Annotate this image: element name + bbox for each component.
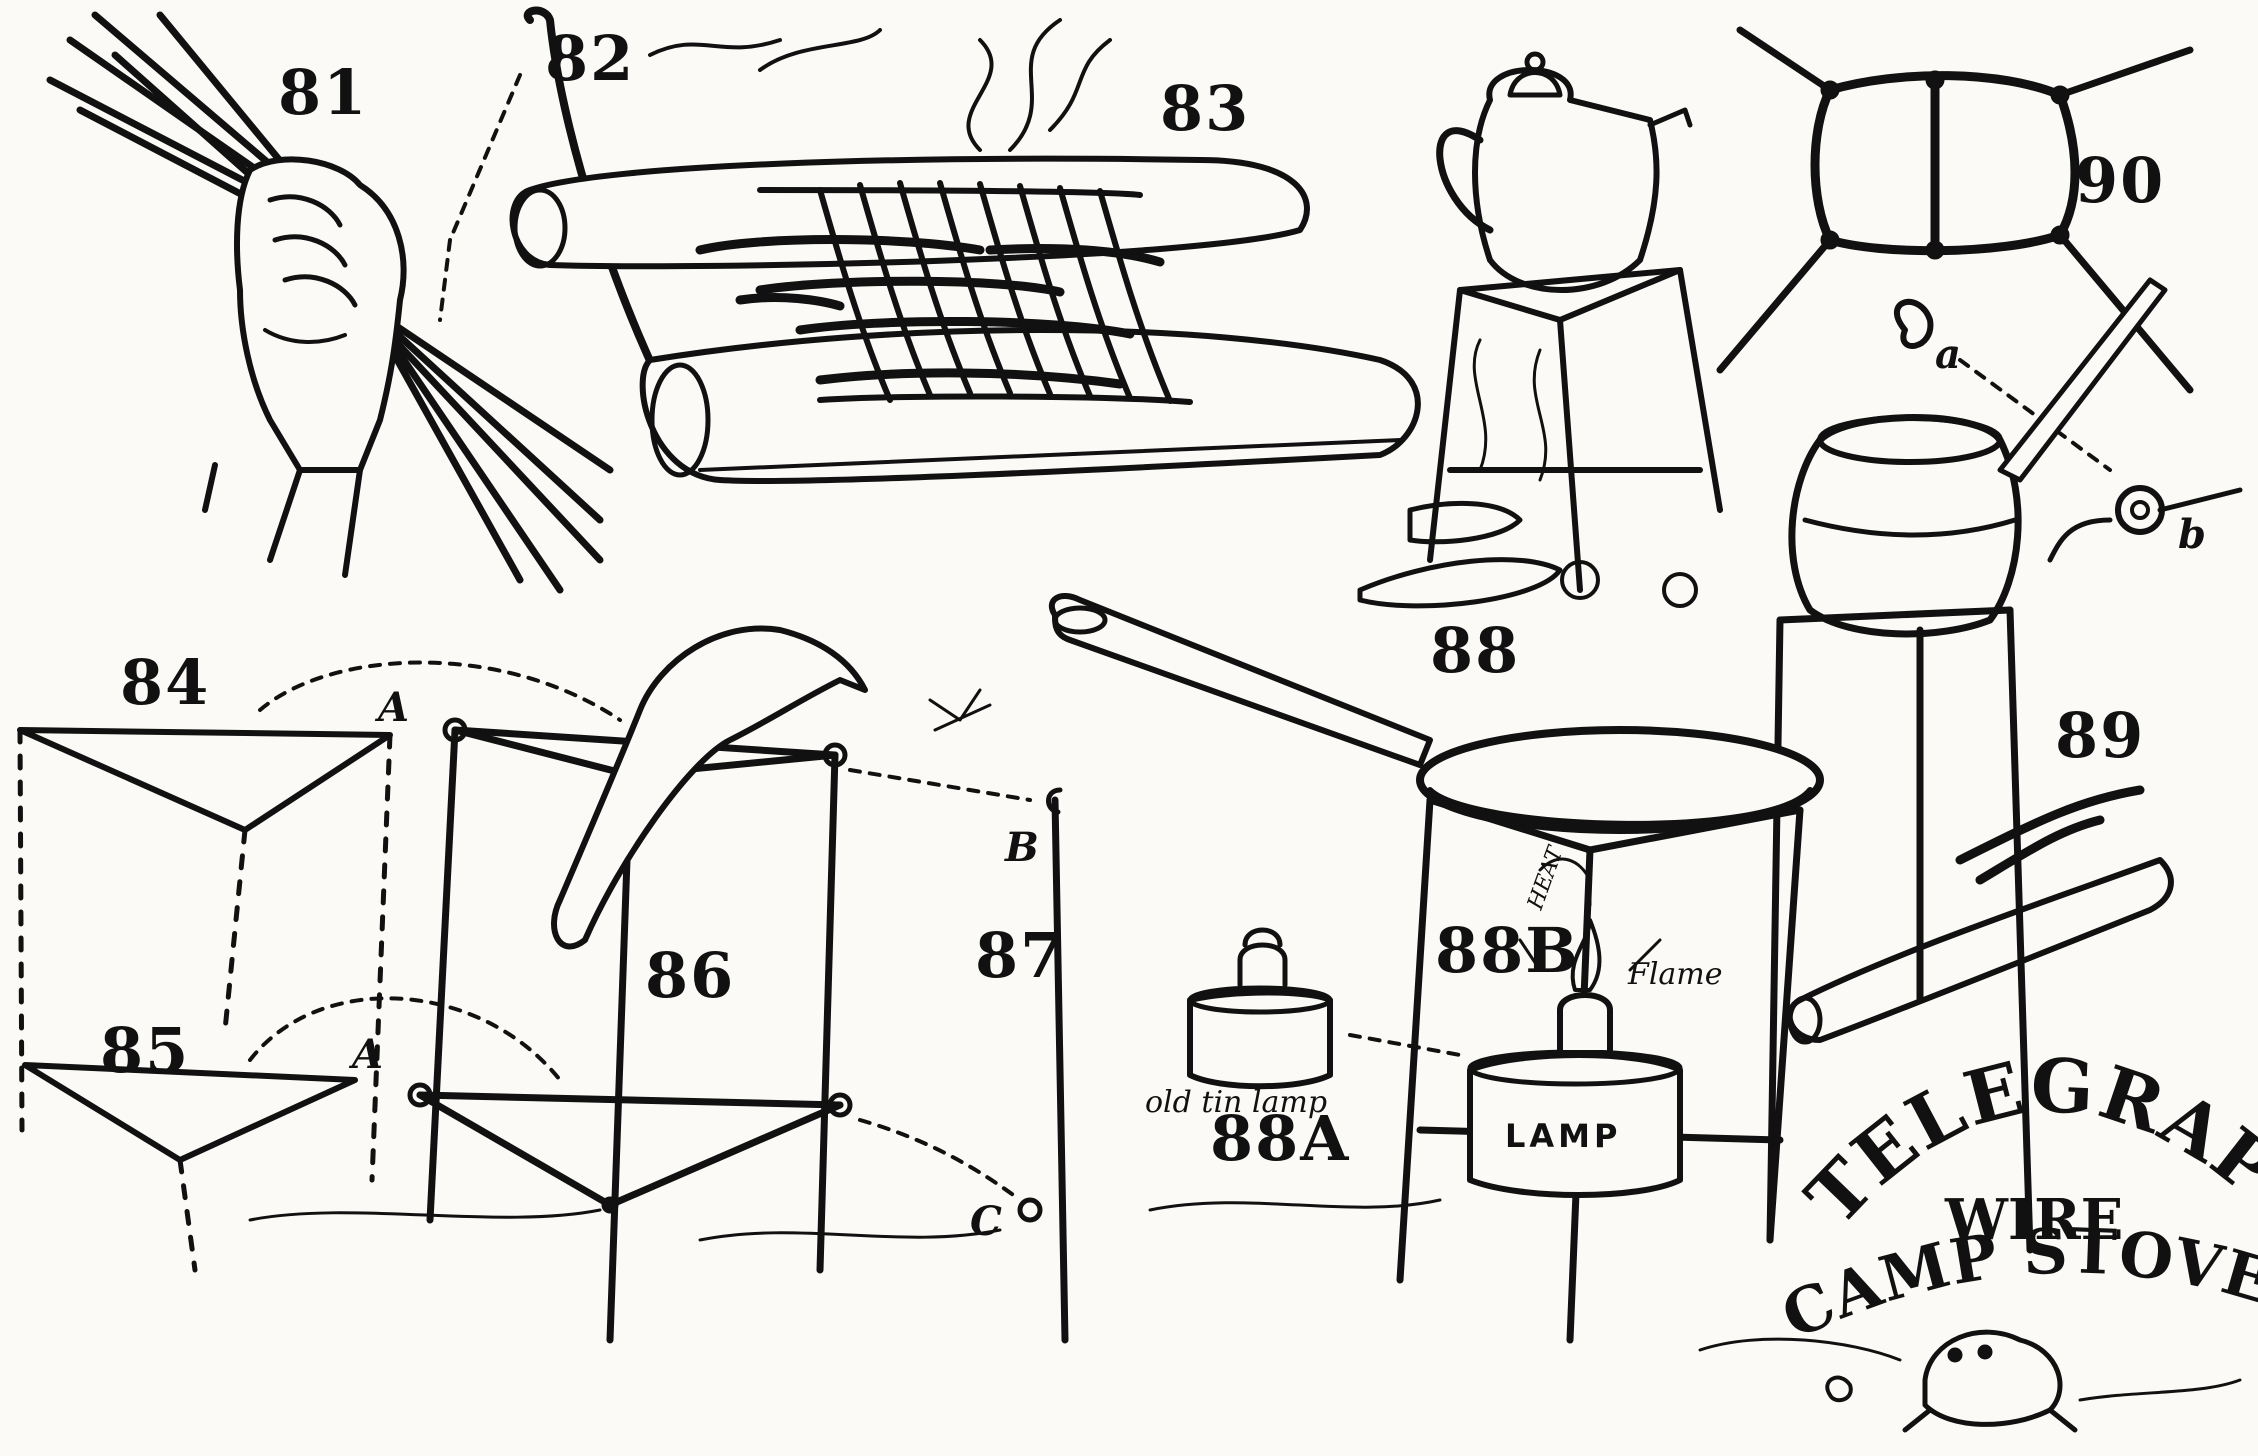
label-b-small: b bbox=[2178, 511, 2206, 558]
label-lamp: LAMP bbox=[1505, 1117, 1622, 1155]
label-a-bottom: A bbox=[352, 1031, 384, 1078]
fig82-83-log-grill bbox=[438, 6, 1421, 484]
fig86-87-wire-stand bbox=[248, 625, 1069, 1344]
fig-number-84: 84 bbox=[120, 646, 211, 719]
fig-number-88b: 88B bbox=[1435, 914, 1580, 987]
title-line2: WIRE bbox=[1945, 1187, 2124, 1253]
label-a-small: a bbox=[1935, 331, 1961, 378]
fig-number-90: 90 bbox=[2075, 144, 2166, 217]
fig88-coffee-pot-stand bbox=[1357, 51, 1723, 609]
fig-number-88a: 88A bbox=[1210, 1102, 1351, 1175]
fig-number-82: 82 bbox=[545, 22, 636, 95]
fig81-hand-with-wires bbox=[46, 11, 614, 594]
fig-number-86: 86 bbox=[645, 939, 736, 1012]
fig-number-89: 89 bbox=[2055, 699, 2146, 772]
fig-number-87: 87 bbox=[975, 919, 1066, 992]
fig84-85-triangle-bends bbox=[17, 660, 622, 1273]
fig-number-83: 83 bbox=[1160, 72, 1251, 145]
fig-number-81: 81 bbox=[278, 56, 369, 129]
frog-drawing bbox=[1698, 1329, 2242, 1433]
fig-number-88: 88 bbox=[1430, 614, 1521, 687]
label-a-top: A bbox=[378, 684, 410, 731]
fig-number-85: 85 bbox=[100, 1014, 191, 1087]
label-c: C bbox=[970, 1198, 1002, 1245]
label-old-tin-lamp: old tin lamp bbox=[1145, 1085, 1328, 1120]
fig88b-frying-pan-lamp-stand bbox=[1048, 593, 1824, 1344]
label-flame: Flame bbox=[1628, 957, 1723, 992]
label-b: B bbox=[1005, 824, 1039, 871]
